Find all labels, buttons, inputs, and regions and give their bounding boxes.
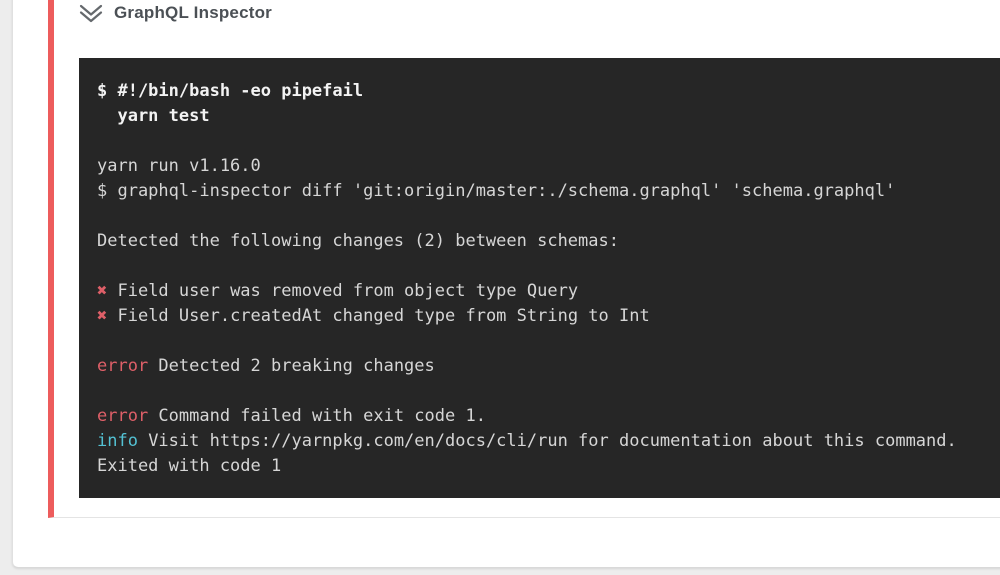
- breaking-change-text: Field User.createdAt changed type from S…: [107, 306, 650, 326]
- output-text: $ graphql-inspector diff 'git:origin/mas…: [97, 181, 896, 201]
- terminal-blank-line: [97, 129, 1000, 154]
- error-label: error: [97, 356, 149, 376]
- error-label: error: [97, 406, 149, 426]
- terminal-line-error-exit: error Command failed with exit code 1.: [97, 404, 1000, 429]
- terminal-line-shebang: $ #!/bin/bash -eo pipefail: [97, 79, 1000, 104]
- breaking-change-text: Field user was removed from object type …: [107, 281, 579, 301]
- terminal-line-yarn-test: yarn test: [97, 104, 1000, 129]
- command-text: $ #!/bin/bash -eo pipefail: [97, 81, 364, 101]
- terminal-line-breaking-change: ✖ Field User.createdAt changed type from…: [97, 304, 1000, 329]
- info-text: Visit https://yarnpkg.com/en/docs/cli/ru…: [137, 431, 957, 451]
- terminal-line-summary: Detected the following changes (2) betwe…: [97, 229, 1000, 254]
- info-label: info: [97, 431, 138, 451]
- terminal-line-command-echo: $ graphql-inspector diff 'git:origin/mas…: [97, 179, 1000, 204]
- terminal-blank-line: [97, 329, 1000, 354]
- terminal-line-exited: Exited with code 1: [97, 454, 1000, 479]
- command-text: yarn test: [97, 106, 210, 126]
- step-title: GraphQL Inspector: [114, 3, 273, 22]
- terminal-blank-line: [97, 379, 1000, 404]
- failed-step-section: GraphQL Inspector $ #!/bin/bash -eo pipe…: [48, 0, 1000, 518]
- terminal-blank-line: [97, 254, 1000, 279]
- terminal-line-breaking-change: ✖ Field user was removed from object typ…: [97, 279, 1000, 304]
- cross-mark-icon: ✖: [97, 281, 108, 301]
- terminal-output: $ #!/bin/bash -eo pipefail yarn test yar…: [79, 58, 1000, 498]
- terminal-line-info: info Visit https://yarnpkg.com/en/docs/c…: [97, 429, 1000, 454]
- output-text: Exited with code 1: [97, 456, 282, 476]
- terminal-line-yarn-version: yarn run v1.16.0: [97, 154, 1000, 179]
- step-header[interactable]: GraphQL Inspector: [77, 0, 272, 27]
- output-text: Detected the following changes (2) betwe…: [97, 231, 619, 251]
- error-text: Command failed with exit code 1.: [148, 406, 486, 426]
- output-text: yarn run v1.16.0: [97, 156, 261, 176]
- job-output-card: GraphQL Inspector $ #!/bin/bash -eo pipe…: [12, 0, 1000, 568]
- terminal-line-error-summary: error Detected 2 breaking changes: [97, 354, 1000, 379]
- error-text: Detected 2 breaking changes: [148, 356, 435, 376]
- terminal-blank-line: [97, 204, 1000, 229]
- collapse-double-chevron-icon[interactable]: [77, 2, 105, 25]
- cross-mark-icon: ✖: [97, 306, 108, 326]
